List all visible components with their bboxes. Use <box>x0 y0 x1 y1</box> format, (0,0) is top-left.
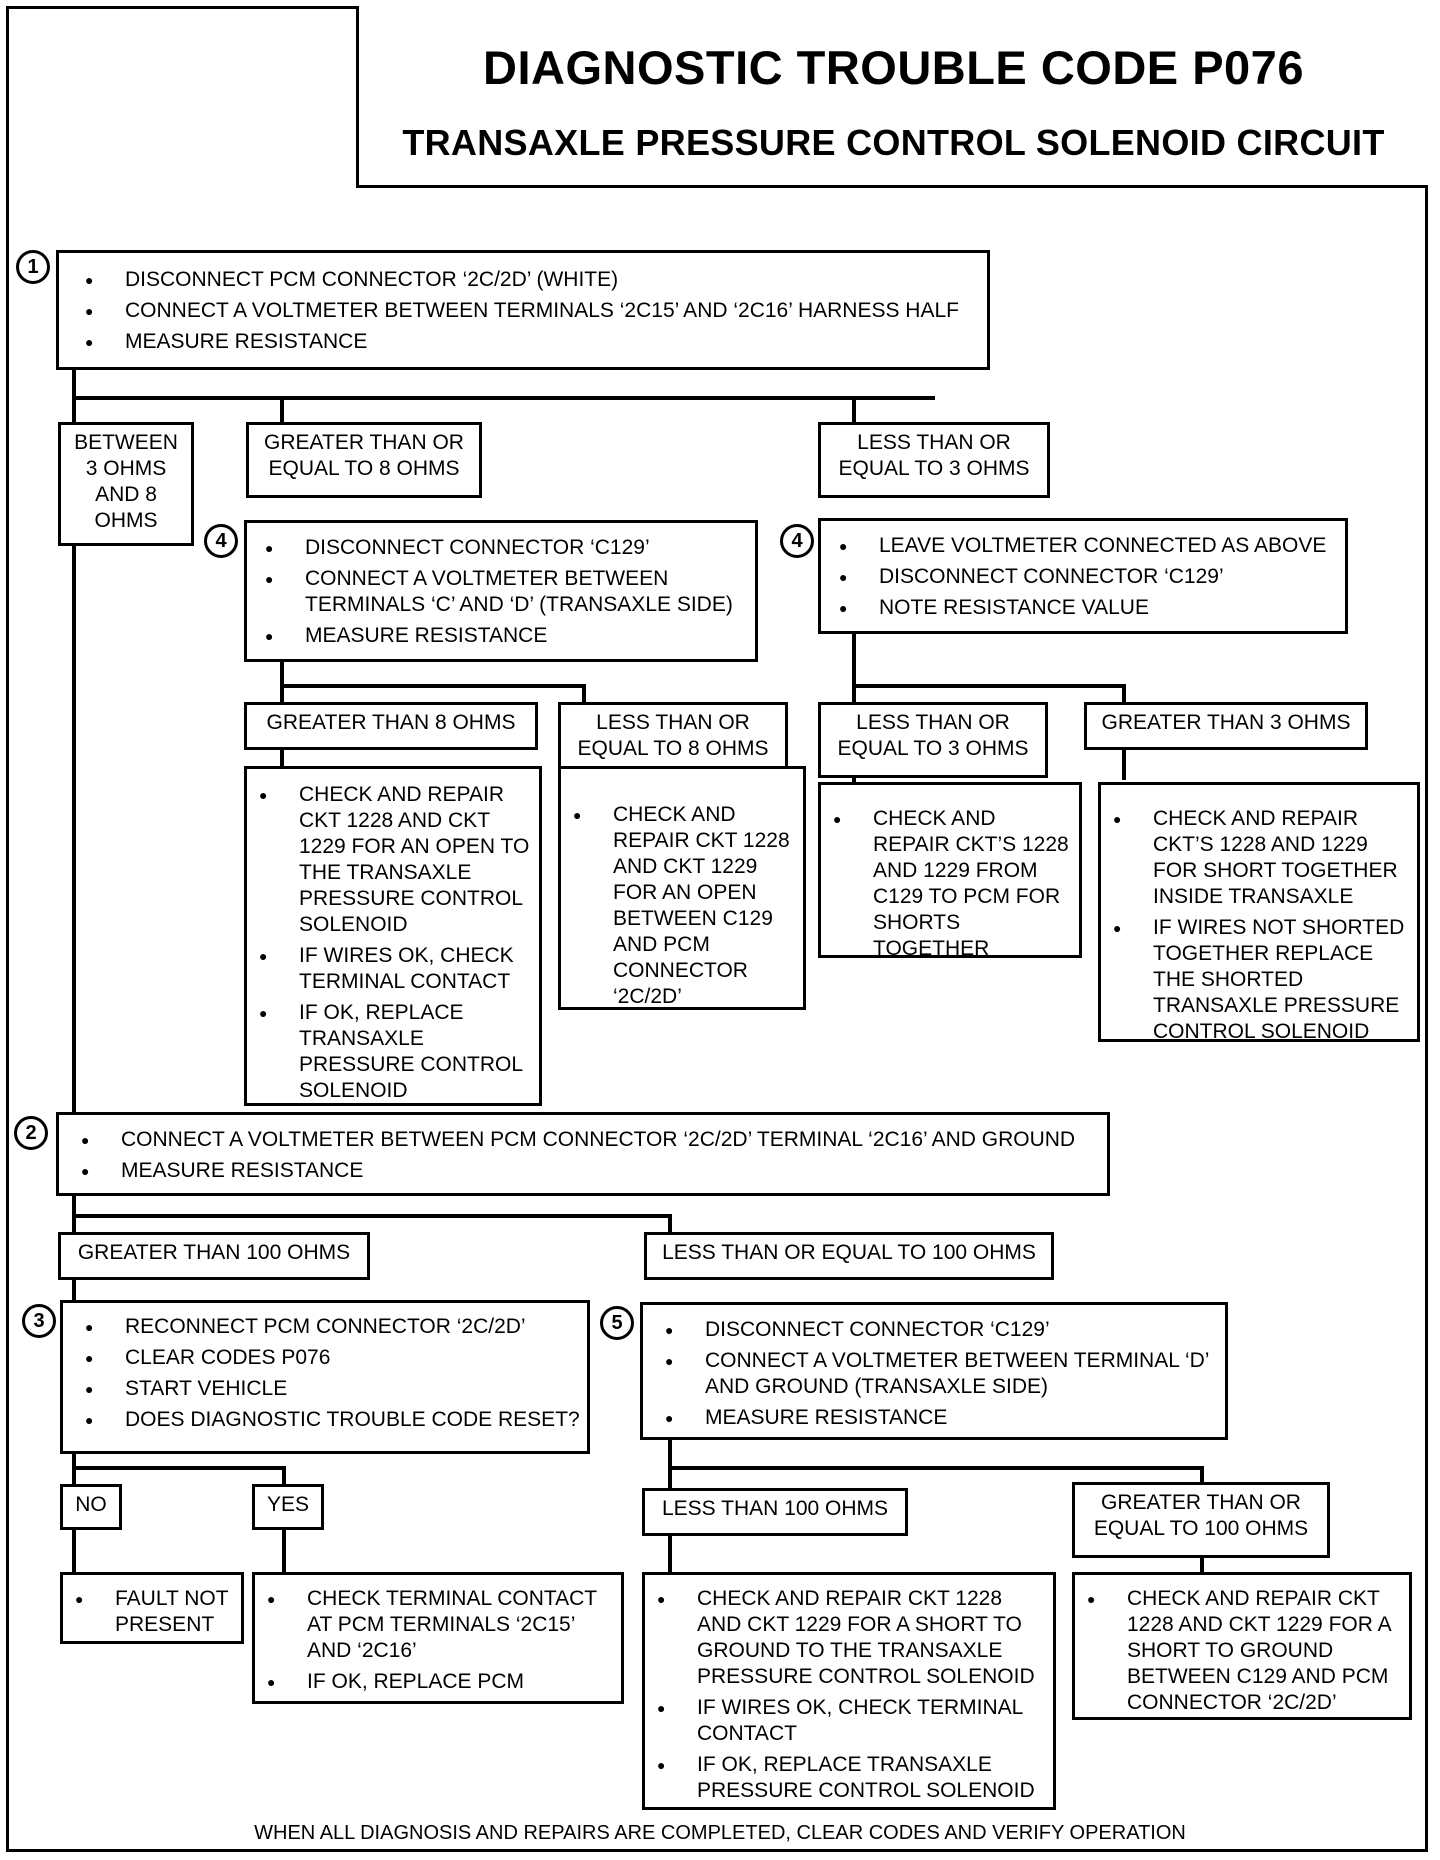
result-no: NO <box>60 1484 122 1530</box>
action-item: IF OK, REPLACE PCM <box>255 1669 615 1695</box>
result-le-100: LESS THAN OR EQUAL TO 100 OHMS <box>644 1232 1054 1280</box>
step-4b-item: DISCONNECT CONNECTOR ‘C129’ <box>827 564 1345 590</box>
action-item: CHECK AND REPAIR CKT 1228 AND CKT 1229 F… <box>1075 1586 1403 1716</box>
step-4b-item: NOTE RESISTANCE VALUE <box>827 595 1345 621</box>
result-gt-8: GREATER THAN 8 OHMS <box>244 702 538 750</box>
connector-line <box>282 1528 286 1574</box>
action-item: IF WIRES OK, CHECK TERMINAL CONTACT <box>645 1695 1047 1747</box>
result-yes: YES <box>252 1484 324 1530</box>
action-item: IF WIRES OK, CHECK TERMINAL CONTACT <box>247 943 535 995</box>
action-gt-3-box: CHECK AND REPAIR CKT’S 1228 AND 1229 FOR… <box>1098 782 1420 1045</box>
step-4a-item: MEASURE RESISTANCE <box>253 623 755 649</box>
action-item: CHECK AND REPAIR CKT 1228 AND CKT 1229 F… <box>561 802 799 1010</box>
step-2-item: MEASURE RESISTANCE <box>69 1158 1107 1184</box>
action-no-box: FAULT NOT PRESENT <box>60 1572 244 1644</box>
step-4a-item: DISCONNECT CONNECTOR ‘C129’ <box>253 535 755 561</box>
step-4a-item: CONNECT A VOLTMETER BETWEEN TERMINALS ‘C… <box>253 566 755 618</box>
step-2-item: CONNECT A VOLTMETER BETWEEN PCM CONNECTO… <box>69 1127 1107 1153</box>
action-item: IF WIRES NOT SHORTED TOGETHER REPLACE TH… <box>1101 915 1413 1045</box>
step-1-box: DISCONNECT PCM CONNECTOR ‘2C/2D’ (WHITE)… <box>56 250 990 370</box>
result-gt-100: GREATER THAN 100 OHMS <box>58 1232 370 1280</box>
result-lt-100: LESS THAN 100 OHMS <box>642 1488 908 1536</box>
connector-line <box>72 1466 286 1470</box>
action-item: CHECK AND REPAIR CKT 1228 AND CKT 1229 F… <box>645 1586 1047 1690</box>
footer-note: WHEN ALL DIAGNOSIS AND REPAIRS ARE COMPL… <box>254 1822 1186 1844</box>
step-2-box: CONNECT A VOLTMETER BETWEEN PCM CONNECTO… <box>56 1112 1110 1196</box>
connector-line <box>280 684 586 688</box>
action-lt-100-box: CHECK AND REPAIR CKT 1228 AND CKT 1229 F… <box>642 1572 1056 1810</box>
step-5-item: CONNECT A VOLTMETER BETWEEN TERMINAL ‘D’… <box>653 1348 1225 1400</box>
step-4a-marker: 4 <box>204 524 238 558</box>
step-4b-marker: 4 <box>780 524 814 558</box>
connector-line <box>852 684 1126 688</box>
result-le-8: LESS THAN OR EQUAL TO 8 OHMS <box>558 702 788 778</box>
step-1-item: CONNECT A VOLTMETER BETWEEN TERMINALS ‘2… <box>73 298 987 324</box>
step-3-marker: 3 <box>22 1304 56 1338</box>
action-yes-box: CHECK TERMINAL CONTACT AT PCM TERMINALS … <box>252 1572 624 1704</box>
page-subtitle: TRANSAXLE PRESSURE CONTROL SOLENOID CIRC… <box>402 122 1385 163</box>
connector-line <box>668 1214 672 1234</box>
step-3-item: START VEHICLE <box>73 1376 587 1402</box>
action-item: FAULT NOT PRESENT <box>63 1586 235 1638</box>
result-le-3: LESS THAN OR EQUAL TO 3 OHMS <box>818 422 1050 498</box>
connector-line <box>280 396 284 426</box>
result-ge-100: GREATER THAN OR EQUAL TO 100 OHMS <box>1072 1482 1330 1558</box>
connector-line <box>72 1214 672 1218</box>
action-item: IF OK, REPLACE TRANSAXLE PRESSURE CONTRO… <box>645 1752 1047 1804</box>
connector-line <box>582 684 586 704</box>
page-title: DIAGNOSTIC TROUBLE CODE P076 <box>483 41 1304 94</box>
step-4a-box: DISCONNECT CONNECTOR ‘C129’ CONNECT A VO… <box>244 520 758 662</box>
action-le-8-box: CHECK AND REPAIR CKT 1228 AND CKT 1229 F… <box>558 766 806 1010</box>
connector-line <box>72 396 935 400</box>
step-5-box: DISCONNECT CONNECTOR ‘C129’ CONNECT A VO… <box>640 1302 1228 1440</box>
step-5-item: DISCONNECT CONNECTOR ‘C129’ <box>653 1317 1225 1343</box>
step-3-box: RECONNECT PCM CONNECTOR ‘2C/2D’ CLEAR CO… <box>60 1300 590 1454</box>
step-3-item: CLEAR CODES P076 <box>73 1345 587 1371</box>
result-gt-3: GREATER THAN 3 OHMS <box>1084 702 1368 750</box>
step-5-marker: 5 <box>600 1306 634 1340</box>
action-item: CHECK TERMINAL CONTACT AT PCM TERMINALS … <box>255 1586 615 1664</box>
connector-line <box>852 396 856 426</box>
title-box: DIAGNOSTIC TROUBLE CODE P076 TRANSAXLE P… <box>356 6 1428 188</box>
action-le-3-box: CHECK AND REPAIR CKT’S 1228 AND 1229 FRO… <box>818 782 1082 960</box>
step-3-item: DOES DIAGNOSTIC TROUBLE CODE RESET? <box>73 1407 587 1433</box>
connector-line <box>668 1466 1204 1470</box>
step-1-item: MEASURE RESISTANCE <box>73 329 987 355</box>
action-item: CHECK AND REPAIR CKT’S 1228 AND 1229 FRO… <box>821 806 1075 962</box>
action-ge-100-box: CHECK AND REPAIR CKT 1228 AND CKT 1229 F… <box>1072 1572 1412 1720</box>
connector-line <box>1200 1466 1204 1486</box>
step-3-item: RECONNECT PCM CONNECTOR ‘2C/2D’ <box>73 1314 587 1340</box>
action-item: CHECK AND REPAIR CKT’S 1228 AND 1229 FOR… <box>1101 806 1413 910</box>
step-5-item: MEASURE RESISTANCE <box>653 1405 1225 1431</box>
step-1-item: DISCONNECT PCM CONNECTOR ‘2C/2D’ (WHITE) <box>73 267 987 293</box>
step-1-marker: 1 <box>16 250 50 284</box>
result-le-3-b: LESS THAN OR EQUAL TO 3 OHMS <box>818 702 1048 778</box>
connector-line <box>282 1466 286 1498</box>
action-item: CHECK AND REPAIR CKT 1228 AND CKT 1229 F… <box>247 782 535 938</box>
result-ge-8: GREATER THAN OR EQUAL TO 8 OHMS <box>246 422 482 498</box>
step-4b-item: LEAVE VOLTMETER CONNECTED AS ABOVE <box>827 533 1345 559</box>
step-2-marker: 2 <box>14 1116 48 1150</box>
action-gt-8-box: CHECK AND REPAIR CKT 1228 AND CKT 1229 F… <box>244 766 542 1106</box>
result-between-3-and-8: BETWEEN 3 OHMS AND 8 OHMS <box>58 422 194 546</box>
connector-line <box>72 364 76 1116</box>
step-4b-box: LEAVE VOLTMETER CONNECTED AS ABOVE DISCO… <box>818 518 1348 634</box>
action-item: IF OK, REPLACE TRANSAXLE PRESSURE CONTRO… <box>247 1000 535 1104</box>
